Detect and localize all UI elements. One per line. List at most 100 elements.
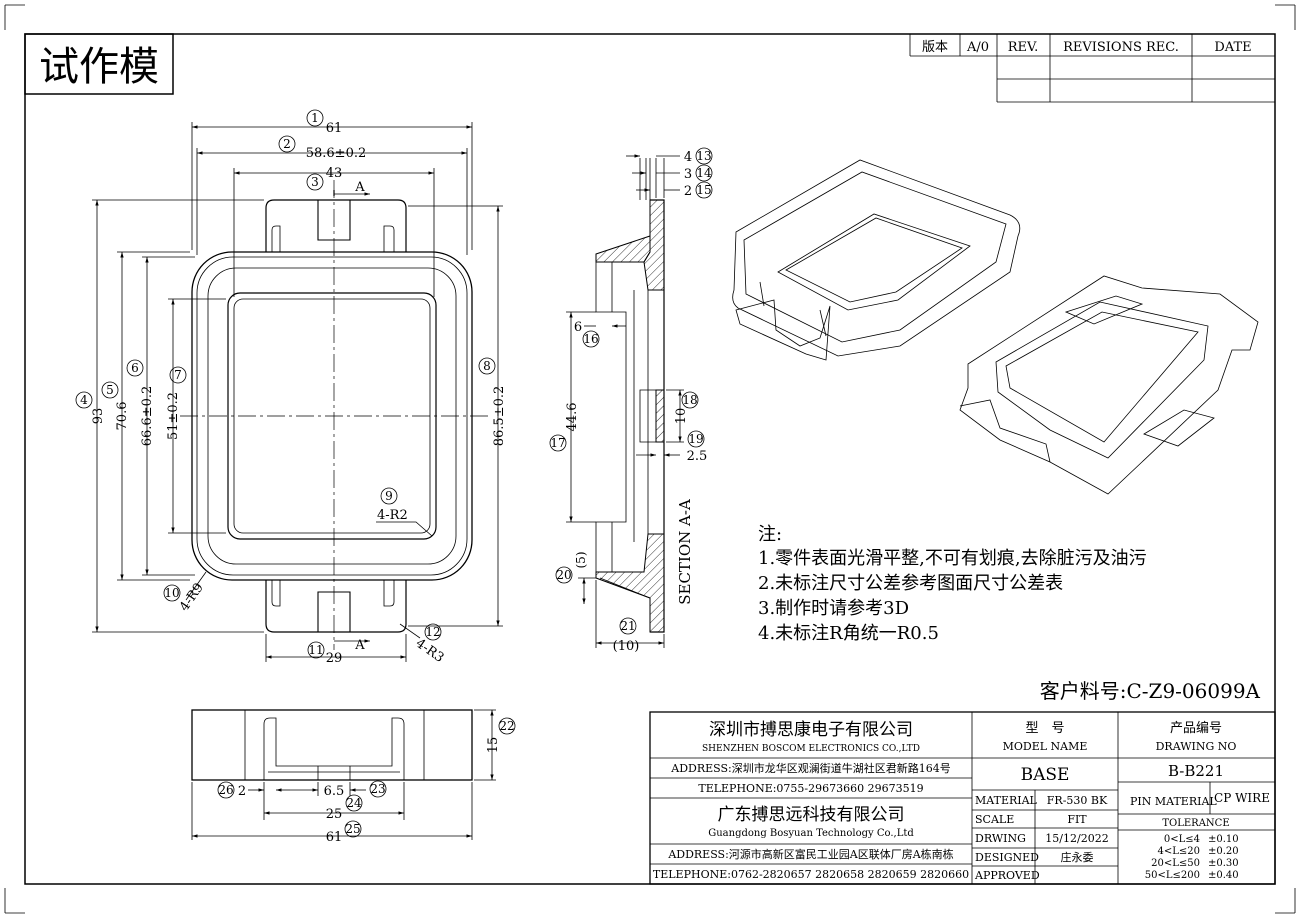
balloon-3: 3 xyxy=(311,175,319,189)
tol-value-1: ±0.10 xyxy=(1208,834,1239,845)
dim-51: 51±0.2 xyxy=(166,392,181,440)
balloon-11: 11 xyxy=(308,643,323,657)
company1-en: SHENZHEN BOSCOM ELECTRONICS CO.,LTD xyxy=(702,744,920,754)
dim-4: 4 xyxy=(684,150,692,165)
model-label-cn: 型 号 xyxy=(1025,721,1064,736)
balloon-18: 18 xyxy=(682,393,697,407)
tol-range-2: 4<L≤20 xyxy=(1158,846,1201,857)
balloon-26: 26 xyxy=(218,783,233,797)
section-mark-top: A xyxy=(354,180,365,195)
prototype-stamp: 试作模 xyxy=(24,33,174,95)
dim-29: 29 xyxy=(326,651,343,666)
radius-inner: 4-R2 xyxy=(377,508,408,523)
version-label: 版本 xyxy=(922,40,948,55)
dim-44-6: 44.6 xyxy=(565,403,580,432)
balloon-12: 12 xyxy=(425,625,440,639)
balloon-9: 9 xyxy=(385,489,393,503)
model-label-en: MODEL NAME xyxy=(1003,740,1088,753)
notes: 注: 1.零件表面光滑平整,不可有划痕,去除脏污及油污 2.未标注尺寸公差参考图… xyxy=(758,524,1147,644)
dim-66-6: 66.6±0.2 xyxy=(140,386,155,447)
balloon-20: 20 xyxy=(556,568,571,582)
telephone1: TELEPHONE:0755-29673660 29673519 xyxy=(698,782,923,795)
radius-tab: 4-R3 xyxy=(413,636,447,666)
scale-value: FIT xyxy=(1067,813,1087,826)
drawing-value: B-B221 xyxy=(1168,762,1224,780)
balloon-19: 19 xyxy=(688,432,703,446)
section-label: SECTION A-A xyxy=(676,499,694,605)
approved-label: APPROVED xyxy=(974,869,1040,882)
dim-43: 43 xyxy=(326,166,343,181)
bottom-view: 15 2 6.5 25 61 22 23 24 25 26 xyxy=(191,709,516,845)
tolerance-label: TOLERANCE xyxy=(1162,818,1229,829)
dim-3: 3 xyxy=(684,167,692,182)
isometric-view-top xyxy=(732,159,1021,361)
drwing-value: 15/12/2022 xyxy=(1045,832,1108,845)
pin-material-label: PIN MATERIAL xyxy=(1130,795,1217,808)
dim-86-5: 86.5±0.2 xyxy=(492,386,507,447)
address2: ADDRESS:河源市高新区富民工业园A区联体厂房A栋南栋 xyxy=(667,847,953,861)
balloon-8: 8 xyxy=(483,359,491,373)
rev-label: REV. xyxy=(1008,40,1039,55)
dim-2-5: 2.5 xyxy=(687,449,708,464)
balloon-21: 21 xyxy=(620,619,635,633)
dim-15: 15 xyxy=(486,737,501,754)
dim-10-paren: (10) xyxy=(613,639,640,654)
balloon-10: 10 xyxy=(164,586,179,600)
telephone2: TELEPHONE:0762-2820657 2820658 2820659 2… xyxy=(653,868,969,881)
front-view: A A 61 58.6±0.2 43 93 70.6 66.6±0.2 51±0… xyxy=(75,109,507,666)
designed-label: DESIGNED xyxy=(975,851,1039,864)
balloon-13: 13 xyxy=(696,149,711,163)
revision-table: 版本 A/0 REV. REVISIONS REC. DATE xyxy=(909,34,1275,103)
balloon-1: 1 xyxy=(311,111,319,125)
model-value: BASE xyxy=(1021,765,1070,785)
dim-10: 10 xyxy=(674,408,689,425)
tol-value-2: ±0.20 xyxy=(1208,846,1239,857)
address1: ADDRESS:深圳市龙华区观澜街道牛湖社区君新路164号 xyxy=(670,761,950,775)
balloon-7: 7 xyxy=(174,368,182,382)
scale-label: SCALE xyxy=(975,813,1014,826)
isometric-view-bottom xyxy=(959,275,1259,495)
version-value: A/0 xyxy=(966,40,989,55)
tol-value-3: ±0.30 xyxy=(1208,858,1239,869)
balloon-25: 25 xyxy=(345,822,360,836)
radius-outer: 4-R9 xyxy=(177,581,207,615)
corner-marks xyxy=(4,4,1296,914)
balloon-5: 5 xyxy=(106,383,114,397)
date-label: DATE xyxy=(1214,40,1251,55)
material-value: FR-530 BK xyxy=(1047,794,1108,807)
dim-25: 25 xyxy=(326,807,343,822)
customer-part-no: 客户料号:C-Z9-06099A xyxy=(1040,679,1261,703)
revisions-label: REVISIONS REC. xyxy=(1063,40,1179,55)
title-block: 深圳市搏思康电子有限公司 SHENZHEN BOSCOM ELECTRONICS… xyxy=(649,711,1276,885)
pin-material-value: CP WIRE xyxy=(1214,791,1270,805)
balloon-24: 24 xyxy=(346,796,362,810)
balloon-2: 2 xyxy=(283,137,291,151)
note-3: 3.制作时请参考3D xyxy=(758,598,909,619)
balloon-15: 15 xyxy=(696,183,711,197)
drawing-label-cn: 产品编号 xyxy=(1170,721,1222,736)
dim-6: 6 xyxy=(574,320,582,335)
section-view: 4 3 2 6 44.6 10 2.5 (5) (10) SECTION A-A xyxy=(549,147,713,654)
dim-70-6: 70.6 xyxy=(115,402,130,431)
dim-61-bottom: 61 xyxy=(326,830,343,845)
tol-range-3: 20<L≤50 xyxy=(1151,858,1200,869)
dim-58-6: 58.6±0.2 xyxy=(306,146,367,161)
material-label: MATERIAL xyxy=(975,794,1038,807)
dim-93: 93 xyxy=(91,408,106,425)
balloon-4: 4 xyxy=(80,393,88,407)
tol-value-4: ±0.40 xyxy=(1208,870,1239,881)
dim-61: 61 xyxy=(326,121,343,136)
note-2: 2.未标注尺寸公差参考图面尺寸公差表 xyxy=(758,573,1063,594)
balloon-14: 14 xyxy=(696,166,712,180)
note-4: 4.未标注R角统一R0.5 xyxy=(758,623,939,644)
tol-range-4: 50<L≤200 xyxy=(1145,870,1200,881)
dim-6-5: 6.5 xyxy=(324,784,345,799)
balloon-17: 17 xyxy=(550,436,565,450)
designed-value: 庄永委 xyxy=(1061,850,1094,864)
balloon-23: 23 xyxy=(370,782,385,796)
company2-cn: 广东搏思远科技有限公司 xyxy=(718,805,905,825)
stamp-text: 试作模 xyxy=(39,44,159,90)
drwing-label: DRWING xyxy=(975,832,1026,845)
tol-range-1: 0<L≤4 xyxy=(1164,834,1200,845)
